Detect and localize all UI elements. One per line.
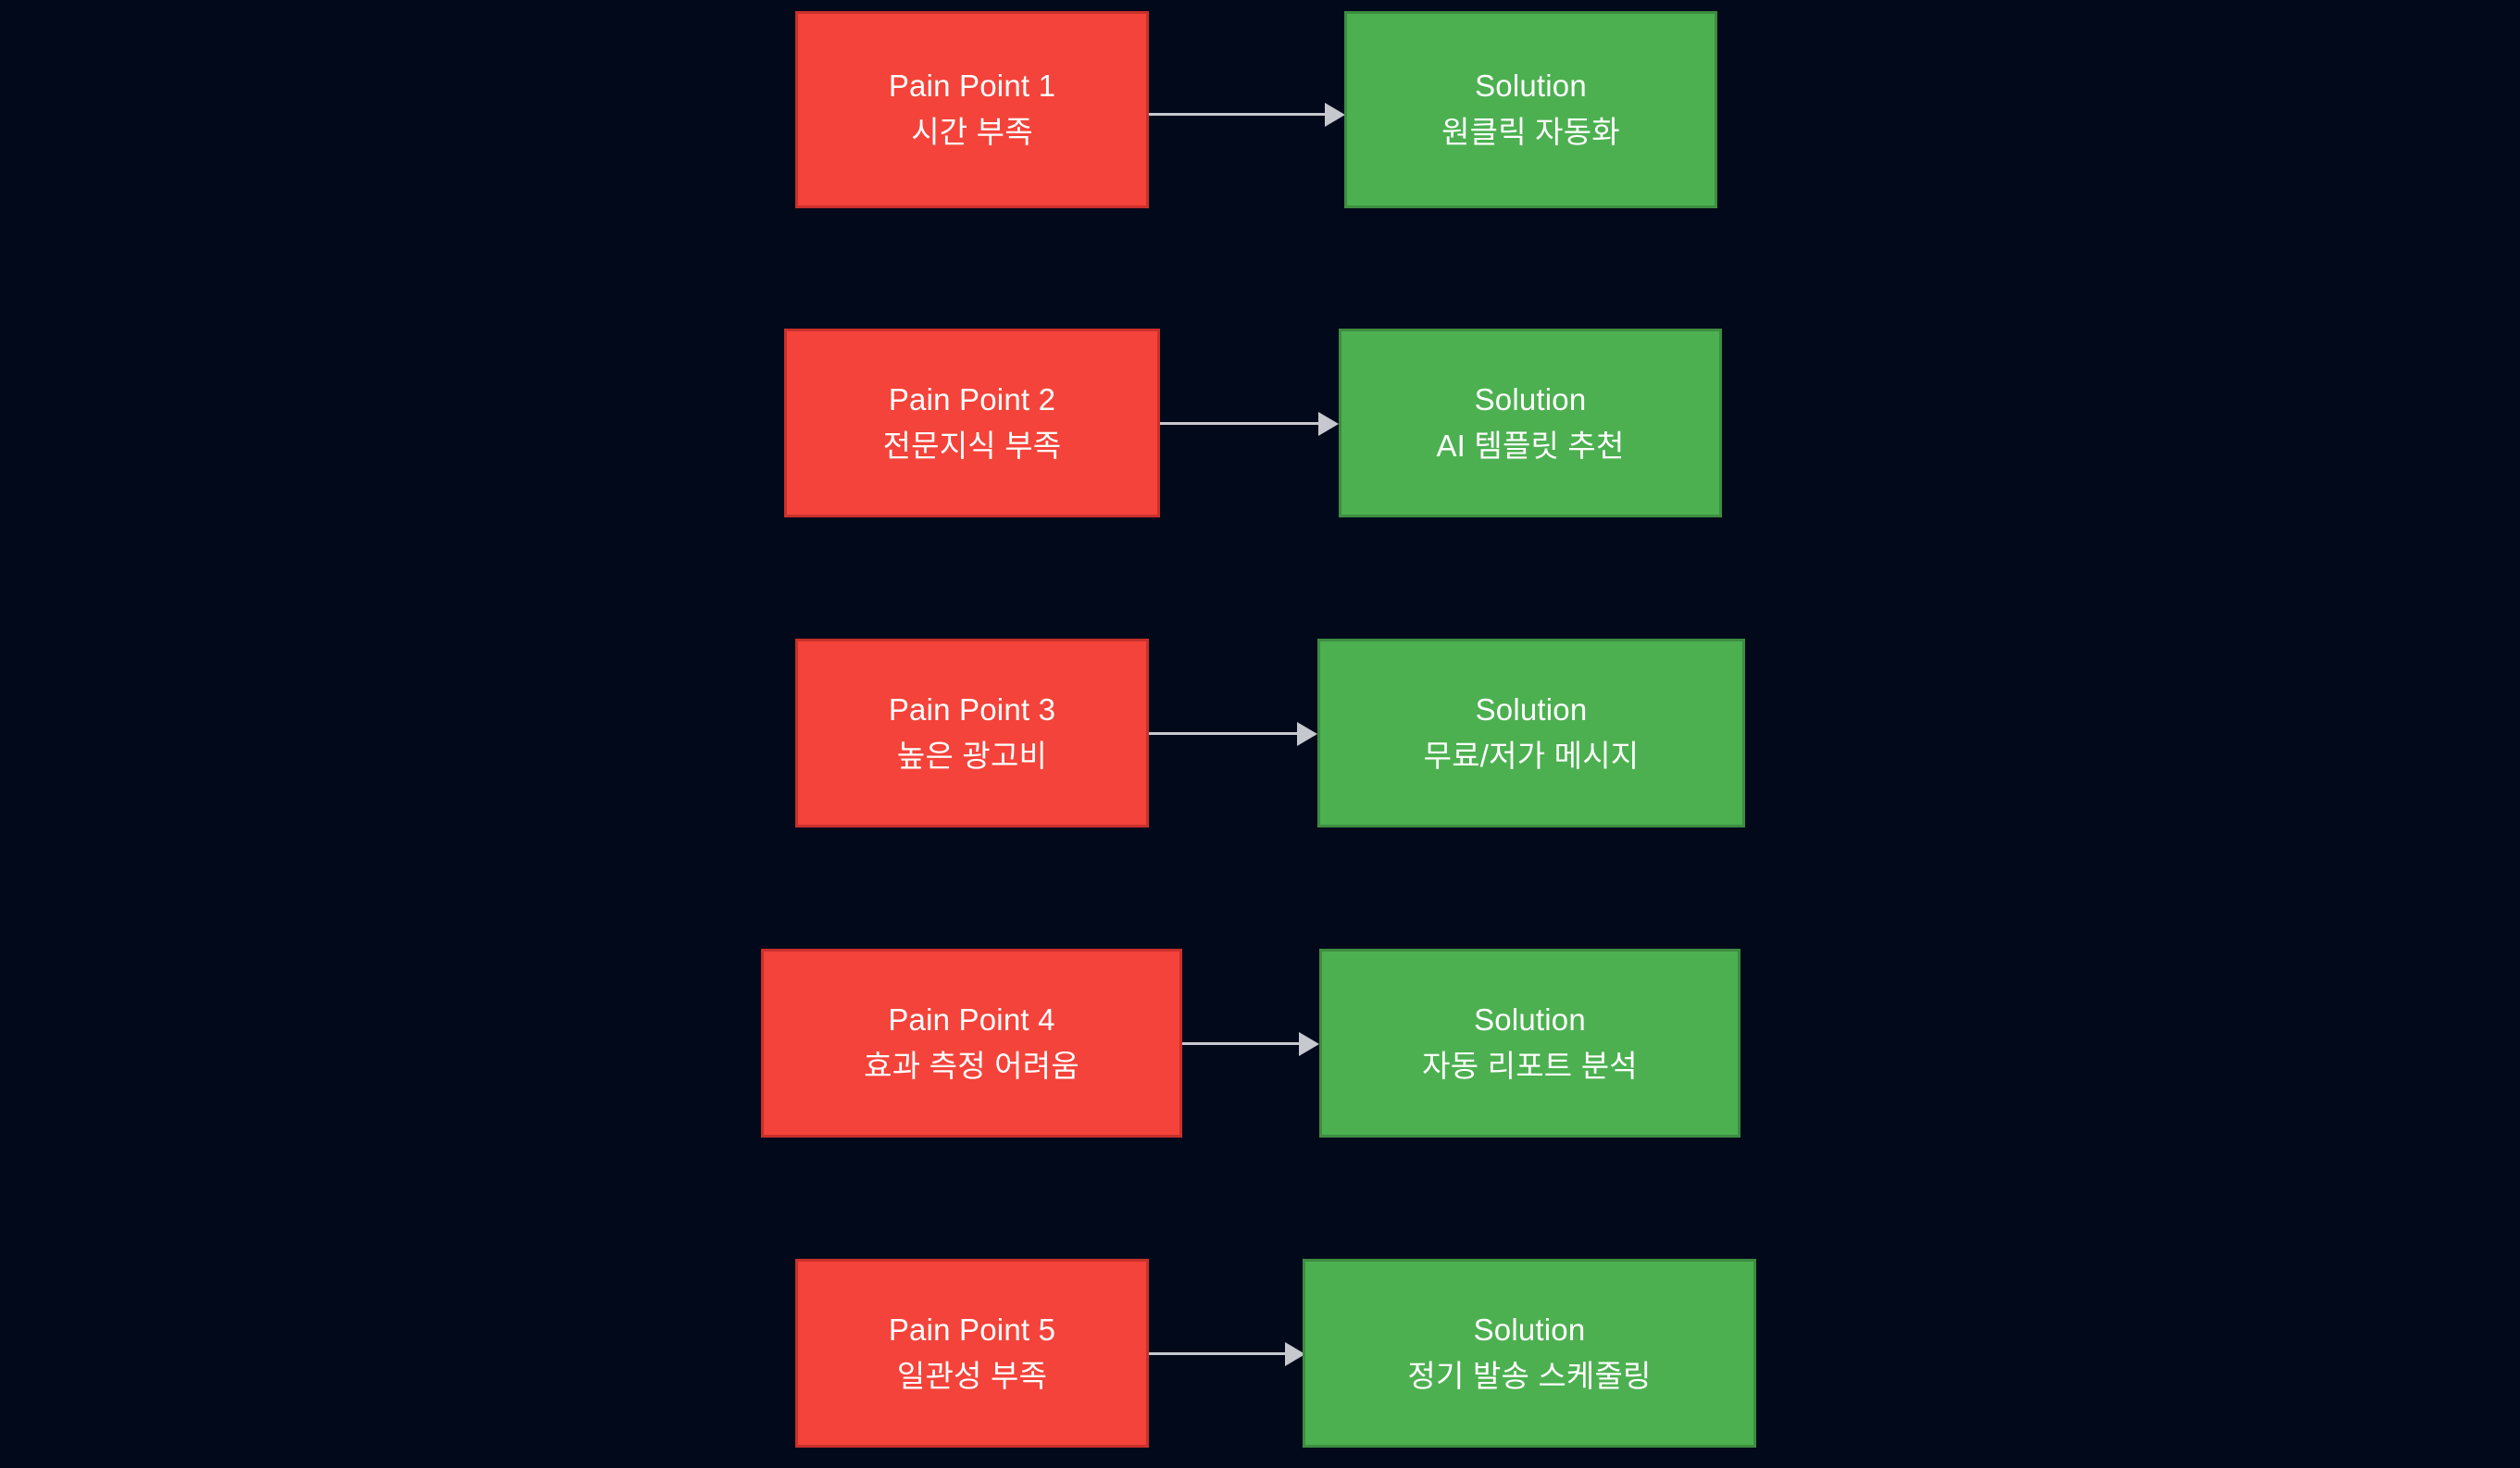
pain-point-node-2[interactable]: Pain Point 2 전문지식 부족 xyxy=(784,329,1160,517)
pain-point-detail-3: 높은 광고비 xyxy=(896,738,1048,773)
pain-point-title-2: Pain Point 2 xyxy=(888,381,1056,417)
solution-title-3: Solution xyxy=(1475,691,1588,727)
solution-detail-2: AI 템플릿 추천 xyxy=(1436,428,1625,463)
arrow-line-5 xyxy=(1149,1352,1285,1355)
solution-title-5: Solution xyxy=(1473,1312,1586,1347)
solution-detail-3: 무료/저가 메시지 xyxy=(1423,738,1640,773)
arrow-line-2 xyxy=(1160,422,1318,425)
pain-point-node-3[interactable]: Pain Point 3 높은 광고비 xyxy=(795,639,1149,827)
solution-detail-1: 원클릭 자동화 xyxy=(1441,115,1620,149)
solution-node-1[interactable]: Solution 원클릭 자동화 xyxy=(1344,11,1717,208)
pain-point-detail-4: 효과 측정 어려움 xyxy=(864,1048,1079,1083)
arrow-head-4 xyxy=(1299,1032,1319,1056)
arrow-2 xyxy=(1160,412,1339,436)
solution-title-1: Solution xyxy=(1475,68,1587,104)
arrow-head-3 xyxy=(1297,722,1317,746)
arrow-4 xyxy=(1182,1032,1319,1056)
pain-point-title-1: Pain Point 1 xyxy=(888,68,1056,104)
pain-point-node-5[interactable]: Pain Point 5 일관성 부족 xyxy=(795,1259,1149,1448)
pain-point-title-5: Pain Point 5 xyxy=(888,1312,1056,1347)
solution-title-2: Solution xyxy=(1474,381,1587,417)
solution-detail-5: 정기 발송 스케줄링 xyxy=(1407,1358,1652,1393)
pain-point-detail-1: 시간 부족 xyxy=(911,115,1033,149)
solution-node-4[interactable]: Solution 자동 리포트 분석 xyxy=(1319,949,1740,1138)
solution-node-5[interactable]: Solution 정기 발송 스케줄링 xyxy=(1303,1259,1756,1448)
solution-node-3[interactable]: Solution 무료/저가 메시지 xyxy=(1317,639,1745,827)
arrow-1 xyxy=(1149,103,1345,127)
arrow-head-1 xyxy=(1325,103,1345,127)
solution-title-4: Solution xyxy=(1474,1001,1586,1037)
pain-point-detail-2: 전문지식 부족 xyxy=(882,428,1062,463)
pain-point-title-3: Pain Point 3 xyxy=(888,691,1056,727)
arrow-line-3 xyxy=(1149,732,1297,735)
arrow-5 xyxy=(1149,1342,1305,1366)
solution-node-2[interactable]: Solution AI 템플릿 추천 xyxy=(1339,329,1722,517)
pain-point-node-1[interactable]: Pain Point 1 시간 부족 xyxy=(795,11,1149,208)
pain-point-node-4[interactable]: Pain Point 4 효과 측정 어려움 xyxy=(761,949,1182,1138)
arrow-line-4 xyxy=(1182,1042,1299,1045)
solution-detail-4: 자동 리포트 분석 xyxy=(1422,1048,1638,1083)
pain-point-detail-5: 일관성 부족 xyxy=(896,1358,1048,1393)
pain-point-title-4: Pain Point 4 xyxy=(888,1001,1055,1037)
arrow-3 xyxy=(1149,722,1317,746)
arrow-line-1 xyxy=(1149,113,1325,116)
arrow-head-2 xyxy=(1318,412,1339,436)
